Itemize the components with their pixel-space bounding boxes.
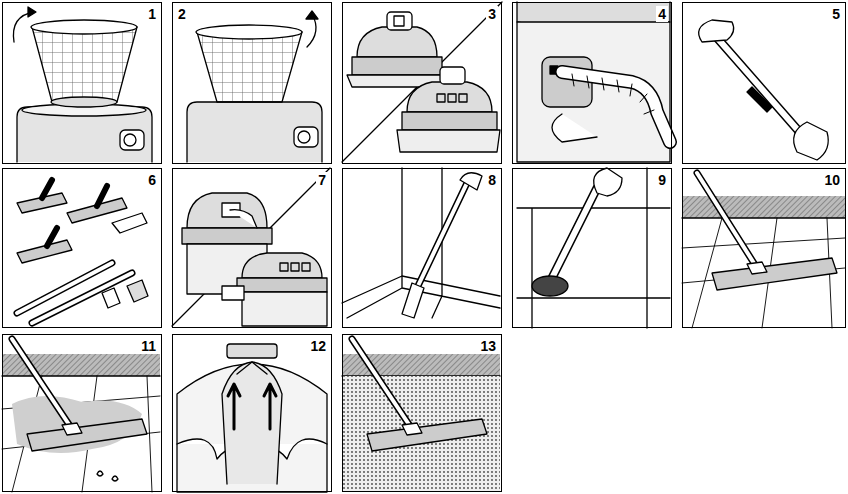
instruction-panel: 7: [172, 168, 332, 328]
instruction-panel: 3: [342, 2, 502, 164]
step-number: 10: [822, 172, 842, 188]
step-number: 5: [830, 6, 842, 22]
hose-connection-sketch: [517, 2, 670, 162]
accessories-sketch: [17, 180, 148, 323]
step-number: 3: [486, 6, 498, 22]
floor-tool-sketch: [682, 173, 845, 328]
instruction-panel: 9: [512, 168, 672, 328]
instruction-panel: 10: [682, 168, 846, 328]
switch-sketch: [172, 168, 330, 326]
instruction-panel: 8: [342, 168, 502, 328]
step-number: 1: [146, 6, 158, 22]
instruction-panel: 1: [2, 2, 162, 164]
instruction-panel: 11: [2, 334, 162, 492]
instruction-panel: 2: [172, 2, 332, 164]
head-fitting-sketch: [342, 2, 502, 162]
brush-shelf-sketch: [517, 168, 670, 328]
wet-pickup-sketch: [2, 339, 160, 492]
step-number: 13: [478, 338, 498, 354]
filter-bag-sketch: [177, 344, 327, 492]
instruction-panel: 4: [512, 2, 672, 164]
instruction-panel: 12: [172, 334, 332, 492]
step-number: 12: [308, 338, 328, 354]
step-number: 9: [656, 172, 668, 188]
filter-insert-sketch: [187, 11, 322, 162]
tube-joining-sketch: [699, 20, 829, 160]
filter-removal-sketch: [13, 7, 152, 162]
carpet-tool-sketch: [342, 339, 500, 492]
step-number: 2: [176, 6, 188, 22]
step-number: 8: [486, 172, 498, 188]
step-number: 7: [316, 172, 328, 188]
instruction-panel: 6: [2, 168, 162, 328]
step-number: 4: [656, 6, 668, 22]
instruction-panel: 5: [682, 2, 846, 164]
step-number: 6: [146, 172, 158, 188]
crevice-tool-sketch: [342, 168, 500, 318]
step-number: 11: [139, 338, 158, 354]
instruction-panel: 13: [342, 334, 502, 492]
